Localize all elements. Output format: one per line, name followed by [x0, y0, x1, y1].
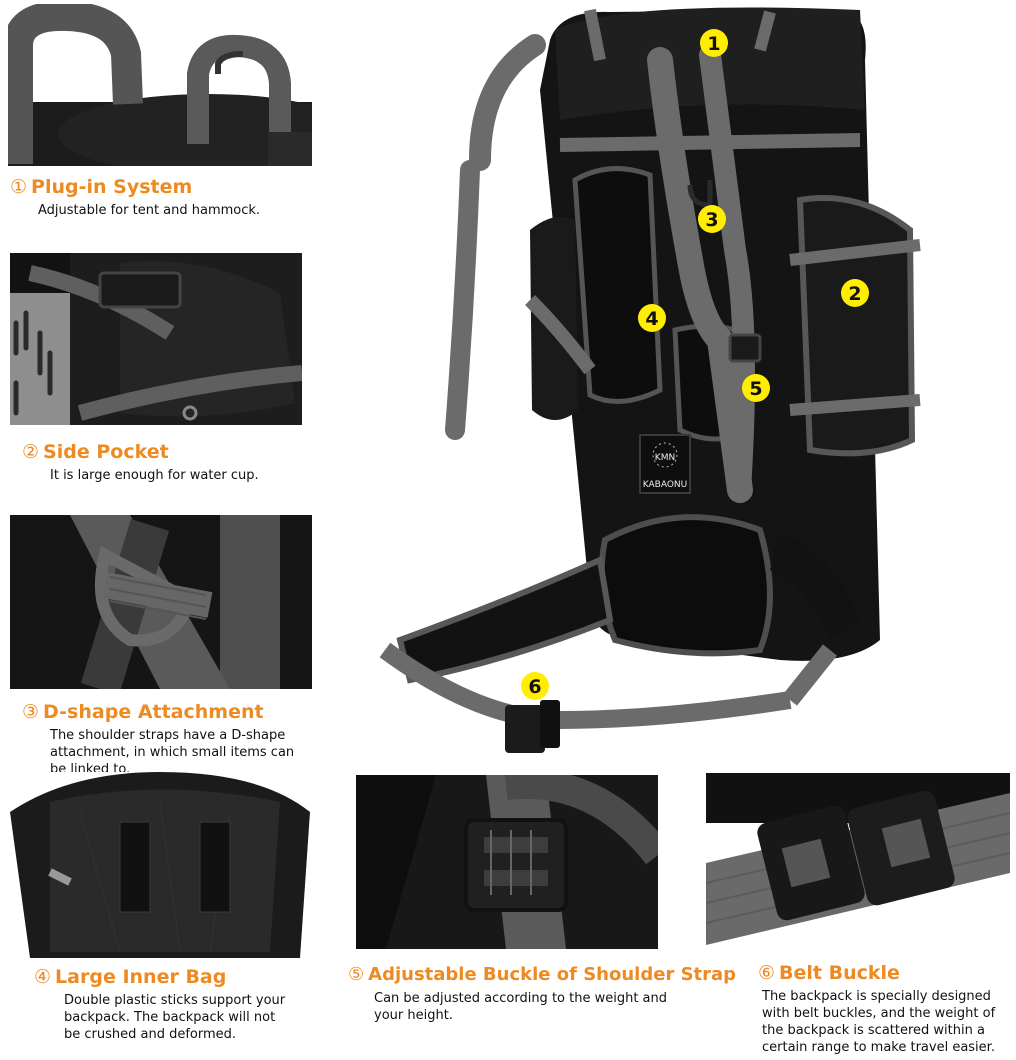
- feature-desc-line: Adjustable for tent and hammock.: [38, 203, 261, 218]
- side-pocket-photo: [10, 253, 302, 425]
- feature-desc-line: your height.: [374, 1008, 453, 1023]
- feature-title: Large Inner Bag: [55, 966, 227, 988]
- shoulder-strap-buckle-photo: [356, 775, 658, 949]
- feature-desc-line: the backpack is scattered within a: [762, 1023, 985, 1038]
- feature-title: D-shape Attachment: [43, 701, 264, 723]
- svg-text:4: 4: [645, 308, 658, 330]
- feature-number: ⑥: [758, 962, 776, 984]
- brand-name: KABAONU: [643, 480, 687, 490]
- feature-desc-line: certain range to make travel easier.: [762, 1040, 995, 1055]
- svg-text:5: 5: [749, 378, 762, 400]
- marker-6: 6: [521, 672, 549, 700]
- brand-logo: KMN: [655, 453, 675, 463]
- marker-4: 4: [638, 304, 666, 332]
- marker-1: 1: [700, 29, 728, 57]
- marker-2: 2: [841, 279, 869, 307]
- feature-number: ③: [22, 701, 40, 723]
- svg-text:3: 3: [705, 209, 718, 231]
- large-inner-bag-photo: [10, 772, 310, 958]
- feature-number: ①: [10, 176, 28, 198]
- feature-desc-line: backpack. The backpack will not: [64, 1010, 276, 1025]
- plug-in-system-photo: [8, 4, 312, 166]
- feature-title: Adjustable Buckle of Shoulder Strap: [368, 964, 737, 985]
- feature-desc-line: The backpack is specially designed: [762, 989, 991, 1004]
- belt-buckle-photo: [706, 773, 1010, 945]
- feature-desc-line: Can be adjusted according to the weight …: [374, 991, 668, 1006]
- backpack-hero-image: KMN KABAONU 1 2 3 4 5 6: [360, 0, 1016, 770]
- svg-text:1: 1: [707, 33, 720, 55]
- feature-desc-line: It is large enough for water cup.: [50, 468, 259, 483]
- feature-number: ⑤: [348, 964, 365, 985]
- feature-desc-line: with belt buckles, and the weight of: [762, 1006, 996, 1021]
- feature-desc-line: The shoulder straps have a D-shape: [50, 728, 286, 743]
- feature-desc-line: be crushed and deformed.: [64, 1027, 237, 1042]
- feature-title: Plug-in System: [31, 176, 193, 198]
- feature-desc-line: attachment, in which small items can: [50, 745, 295, 760]
- svg-text:2: 2: [848, 283, 861, 305]
- feature-number: ②: [22, 441, 40, 463]
- d-shape-attachment-photo: [10, 515, 312, 689]
- feature-title: Belt Buckle: [779, 962, 900, 984]
- feature-title: Side Pocket: [43, 441, 169, 463]
- feature-desc-line: Double plastic sticks support your: [64, 993, 286, 1008]
- svg-text:6: 6: [528, 676, 541, 698]
- feature-number: ④: [34, 966, 52, 988]
- marker-5: 5: [742, 374, 770, 402]
- marker-3: 3: [698, 205, 726, 233]
